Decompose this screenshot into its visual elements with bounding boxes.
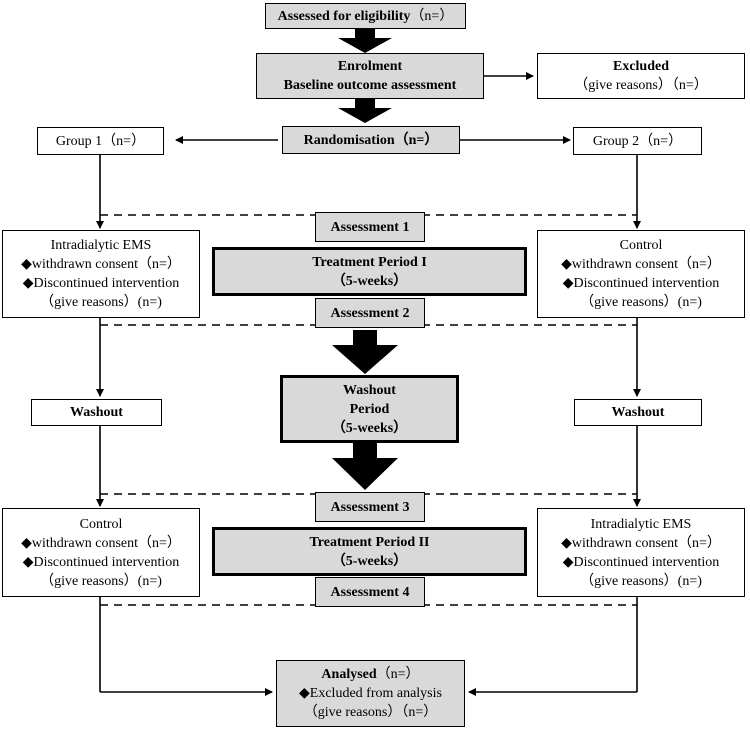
assessment2-box: Assessment 2 — [315, 298, 425, 328]
right-p2-discontinued: ◆Discontinued intervention — [562, 554, 720, 570]
treatment-period-1-box: Treatment Period I （5-weeks） — [212, 247, 527, 296]
block-arrow-enrolment-randomisation — [338, 99, 392, 123]
right-p2-title: Intradialytic EMS — [590, 516, 692, 532]
treatment1-title: Treatment Period I — [312, 254, 427, 270]
treatment1-duration: （5-weeks） — [331, 273, 408, 289]
left-period2-box: Control ◆withdrawn consent（n=） ◆Disconti… — [2, 508, 200, 597]
assessed-count: （n=） — [410, 8, 454, 24]
group2-label: Group 2（n=） — [592, 133, 683, 149]
analysed-count: （n=） — [376, 667, 420, 682]
right-p2-withdrawn: ◆withdrawn consent（n=） — [561, 535, 721, 551]
group1-box: Group 1（n=） — [37, 127, 164, 155]
left-p1-reasons: （give reasons）(n=) — [40, 295, 162, 310]
analysed-box: Analysed（n=） ◆Excluded from analysis （gi… — [276, 660, 465, 727]
analysed-excluded: ◆Excluded from analysis — [299, 686, 442, 701]
assessment1-label: Assessment 1 — [330, 219, 410, 235]
assessed-box: Assessed for eligibility（n=） — [265, 3, 466, 29]
randomisation-box: Randomisation（n=） — [282, 126, 460, 154]
excluded-box: Excluded （give reasons）（n=） — [537, 53, 745, 99]
left-p2-withdrawn: ◆withdrawn consent（n=） — [21, 535, 181, 551]
assessment3-label: Assessment 3 — [330, 499, 410, 515]
washout-right-box: Washout — [574, 399, 702, 426]
right-period2-box: Intradialytic EMS ◆withdrawn consent（n=）… — [537, 508, 745, 597]
washout-duration: （5-weeks） — [331, 420, 408, 436]
left-period1-box: Intradialytic EMS ◆withdrawn consent（n=）… — [2, 230, 200, 318]
group1-label: Group 1（n=） — [55, 133, 146, 149]
enrolment-box: Enrolment Baseline outcome assessment — [256, 53, 484, 99]
washout-right-label: Washout — [611, 405, 665, 420]
left-p2-discontinued: ◆Discontinued intervention — [22, 554, 180, 570]
right-p1-withdrawn: ◆withdrawn consent（n=） — [561, 257, 721, 272]
washout-subtitle: Period — [349, 401, 390, 417]
treatment2-title: Treatment Period II — [309, 534, 430, 550]
assessment4-label: Assessment 4 — [330, 584, 410, 600]
block-arrow-treatment1-washout — [332, 330, 398, 374]
treatment2-duration: （5-weeks） — [331, 553, 408, 569]
block-arrow-washout-assessment3 — [332, 443, 398, 490]
left-p1-withdrawn: ◆withdrawn consent（n=） — [21, 257, 181, 272]
assessment1-box: Assessment 1 — [315, 212, 425, 242]
left-p1-discontinued: ◆Discontinued intervention — [22, 276, 180, 291]
assessment3-box: Assessment 3 — [315, 492, 425, 522]
left-p2-title: Control — [79, 516, 123, 532]
randomisation-label: Randomisation（n=） — [303, 132, 439, 148]
treatment-period-2-box: Treatment Period II （5-weeks） — [212, 527, 527, 576]
right-period1-box: Control ◆withdrawn consent（n=） ◆Disconti… — [537, 230, 745, 318]
washout-title: Washout — [343, 382, 396, 398]
left-p1-title: Intradialytic EMS — [50, 238, 152, 253]
assessed-label: Assessed for eligibility — [277, 8, 411, 24]
excluded-title: Excluded — [612, 59, 669, 74]
analysed-reasons: （give reasons）（n=） — [303, 705, 438, 720]
enrolment-subtitle: Baseline outcome assessment — [283, 78, 457, 93]
right-p2-reasons: （give reasons）(n=) — [580, 573, 702, 589]
washout-left-label: Washout — [70, 405, 123, 420]
right-p1-discontinued: ◆Discontinued intervention — [562, 276, 720, 291]
right-p1-title: Control — [619, 238, 663, 253]
group2-box: Group 2（n=） — [573, 127, 702, 155]
left-p2-reasons: （give reasons）(n=) — [40, 573, 162, 589]
washout-period-box: Washout Period （5-weeks） — [280, 375, 459, 443]
right-p1-reasons: （give reasons）(n=) — [580, 295, 702, 310]
excluded-detail: （give reasons）（n=） — [574, 78, 708, 93]
analysed-title: Analysed — [321, 667, 377, 682]
enrolment-title: Enrolment — [337, 59, 403, 74]
washout-left-box: Washout — [31, 399, 162, 426]
assessment4-box: Assessment 4 — [315, 577, 425, 607]
block-arrow-assessed-enrolment — [338, 28, 392, 53]
assessment2-label: Assessment 2 — [330, 305, 410, 321]
